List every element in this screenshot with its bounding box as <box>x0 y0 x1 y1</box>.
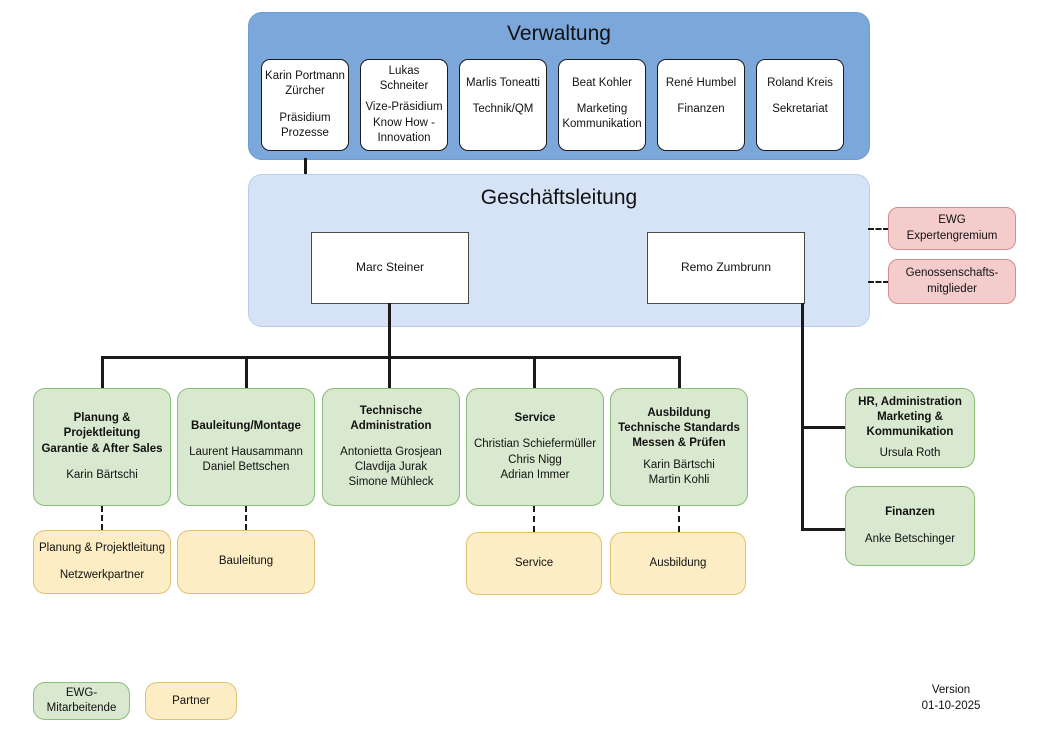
partner-line1: Planung & Projektleitung <box>39 542 165 555</box>
department-people: Laurent Hausammann Daniel Bettschen <box>189 445 303 474</box>
advisory-ewg-expertengremium[interactable]: EWG Expertengremium <box>888 207 1016 250</box>
partner-ausbildung[interactable]: Ausbildung <box>610 532 746 595</box>
member-role: Sekretariat <box>772 103 828 116</box>
department-planung-projektleitung[interactable]: Planung & Projektleitung Garantie & Afte… <box>33 388 171 506</box>
department-people: Karin Bärtschi Martin Kohli <box>643 458 715 486</box>
connector-departments-bus <box>102 356 681 359</box>
department-title: Technische Administration <box>350 404 432 432</box>
legend-item-ewg-mitarbeitende: EWG- Mitarbeitende <box>33 682 130 720</box>
gl-member-remo-zumbrunn[interactable]: Remo Zumbrunn <box>647 232 805 304</box>
legend-label: Partner <box>172 694 210 707</box>
advisory-label: EWG Expertengremium <box>906 214 998 242</box>
connector-drop-dept-2 <box>245 356 248 388</box>
member-role: Marketing Kommunikation <box>562 103 642 131</box>
connector-remo-zumbrunn-down <box>801 303 804 531</box>
connector-gl-to-genossenschaftsmitglieder <box>868 281 889 283</box>
legend-label: EWG- Mitarbeitende <box>46 687 117 714</box>
verwaltung-member-marlis-toneatti[interactable]: Marlis Toneatti Technik/QM <box>459 59 547 151</box>
verwaltung-title: Verwaltung <box>507 22 611 45</box>
connector-service-to-partner <box>533 506 535 532</box>
legend-item-partner: Partner <box>145 682 237 720</box>
member-name: Karin Portmann Zürcher <box>265 70 345 98</box>
member-name: Beat Kohler <box>571 77 633 89</box>
verwaltung-member-lukas-schneiter[interactable]: Lukas Schneiter Vize-Präsidium Know How … <box>360 59 448 151</box>
support-unit-finanzen[interactable]: Finanzen Anke Betschinger <box>845 486 975 566</box>
version-label: Version <box>931 684 971 696</box>
connector-to-finanzen-unit <box>801 528 847 531</box>
department-title: Ausbildung Technische Standards Messen &… <box>618 407 740 450</box>
member-name: Roland Kreis <box>767 77 833 89</box>
partner-line2: Netzwerkpartner <box>59 568 145 581</box>
department-title: Planung & Projektleitung Garantie & Afte… <box>41 412 163 455</box>
department-technische-administration[interactable]: Technische Administration Antonietta Gro… <box>322 388 460 506</box>
connector-ausbildung-to-partner <box>678 506 680 532</box>
department-people: Karin Bärtschi <box>66 468 138 481</box>
advisory-genossenschaftsmitglieder[interactable]: Genossenschafts- mitglieder <box>888 259 1016 304</box>
version-date: 01-10-2025 <box>921 700 981 713</box>
member-name: Marc Steiner <box>355 260 425 275</box>
support-unit-people: Ursula Roth <box>879 446 941 459</box>
connector-to-hr-unit <box>801 426 847 429</box>
department-title: Service <box>514 412 556 425</box>
verwaltung-member-karin-portmann-zuercher[interactable]: Karin Portmann Zürcher Präsidium Prozess… <box>261 59 349 151</box>
connector-planung-to-partner <box>101 506 103 530</box>
verwaltung-member-rene-humbel[interactable]: René Humbel Finanzen <box>657 59 745 151</box>
verwaltung-member-roland-kreis[interactable]: Roland Kreis Sekretariat <box>756 59 844 151</box>
member-name: Lukas Schneiter <box>379 65 429 93</box>
department-people: Antonietta Grosjean Clavdija Jurak Simon… <box>340 445 442 489</box>
department-service[interactable]: Service Christian Schiefermüller Chris N… <box>466 388 604 506</box>
department-ausbildung[interactable]: Ausbildung Technische Standards Messen &… <box>610 388 748 506</box>
partner-line1: Bauleitung <box>218 555 274 568</box>
member-name: Remo Zumbrunn <box>680 260 772 275</box>
member-name: René Humbel <box>665 77 737 89</box>
department-people: Christian Schiefermüller Chris Nigg Adri… <box>473 438 597 481</box>
verwaltung-member-beat-kohler[interactable]: Beat Kohler Marketing Kommunikation <box>558 59 646 151</box>
partner-planung-projektleitung[interactable]: Planung & Projektleitung Netzwerkpartner <box>33 530 171 594</box>
member-role: Finanzen <box>677 103 725 116</box>
connector-gl-to-expertengremium <box>868 228 889 230</box>
connector-drop-dept-4 <box>533 356 536 388</box>
member-role: Vize-Präsidium Know How - Innovation <box>365 101 443 144</box>
member-name: Marlis Toneatti <box>466 77 540 89</box>
partner-bauleitung[interactable]: Bauleitung <box>177 530 315 594</box>
partner-line1: Ausbildung <box>649 556 707 569</box>
department-title: Bauleitung/Montage <box>191 419 301 432</box>
connector-marc-steiner-down <box>388 303 391 359</box>
support-unit-title: Finanzen <box>885 506 935 519</box>
member-role: Technik/QM <box>472 103 534 116</box>
connector-drop-dept-5 <box>678 356 681 388</box>
support-unit-people: Anke Betschinger <box>864 532 956 545</box>
department-bauleitung-montage[interactable]: Bauleitung/Montage Laurent Hausammann Da… <box>177 388 315 506</box>
advisory-label: Genossenschafts- mitglieder <box>905 267 999 295</box>
gl-member-marc-steiner[interactable]: Marc Steiner <box>311 232 469 304</box>
version-block: Version 01-10-2025 <box>886 682 1016 714</box>
connector-verwaltung-to-gl <box>304 158 307 178</box>
support-unit-hr-administration[interactable]: HR, Administration Marketing & Kommunika… <box>845 388 975 468</box>
partner-line1: Service <box>514 556 554 569</box>
connector-drop-dept-3 <box>388 356 391 388</box>
geschaeftsleitung-title: Geschäftsleitung <box>480 186 638 209</box>
connector-drop-dept-1 <box>101 356 104 388</box>
partner-service[interactable]: Service <box>466 532 602 595</box>
member-role: Präsidium Prozesse <box>279 111 331 139</box>
support-unit-title: HR, Administration Marketing & Kommunika… <box>858 396 962 439</box>
connector-bauleitung-to-partner <box>245 506 247 530</box>
